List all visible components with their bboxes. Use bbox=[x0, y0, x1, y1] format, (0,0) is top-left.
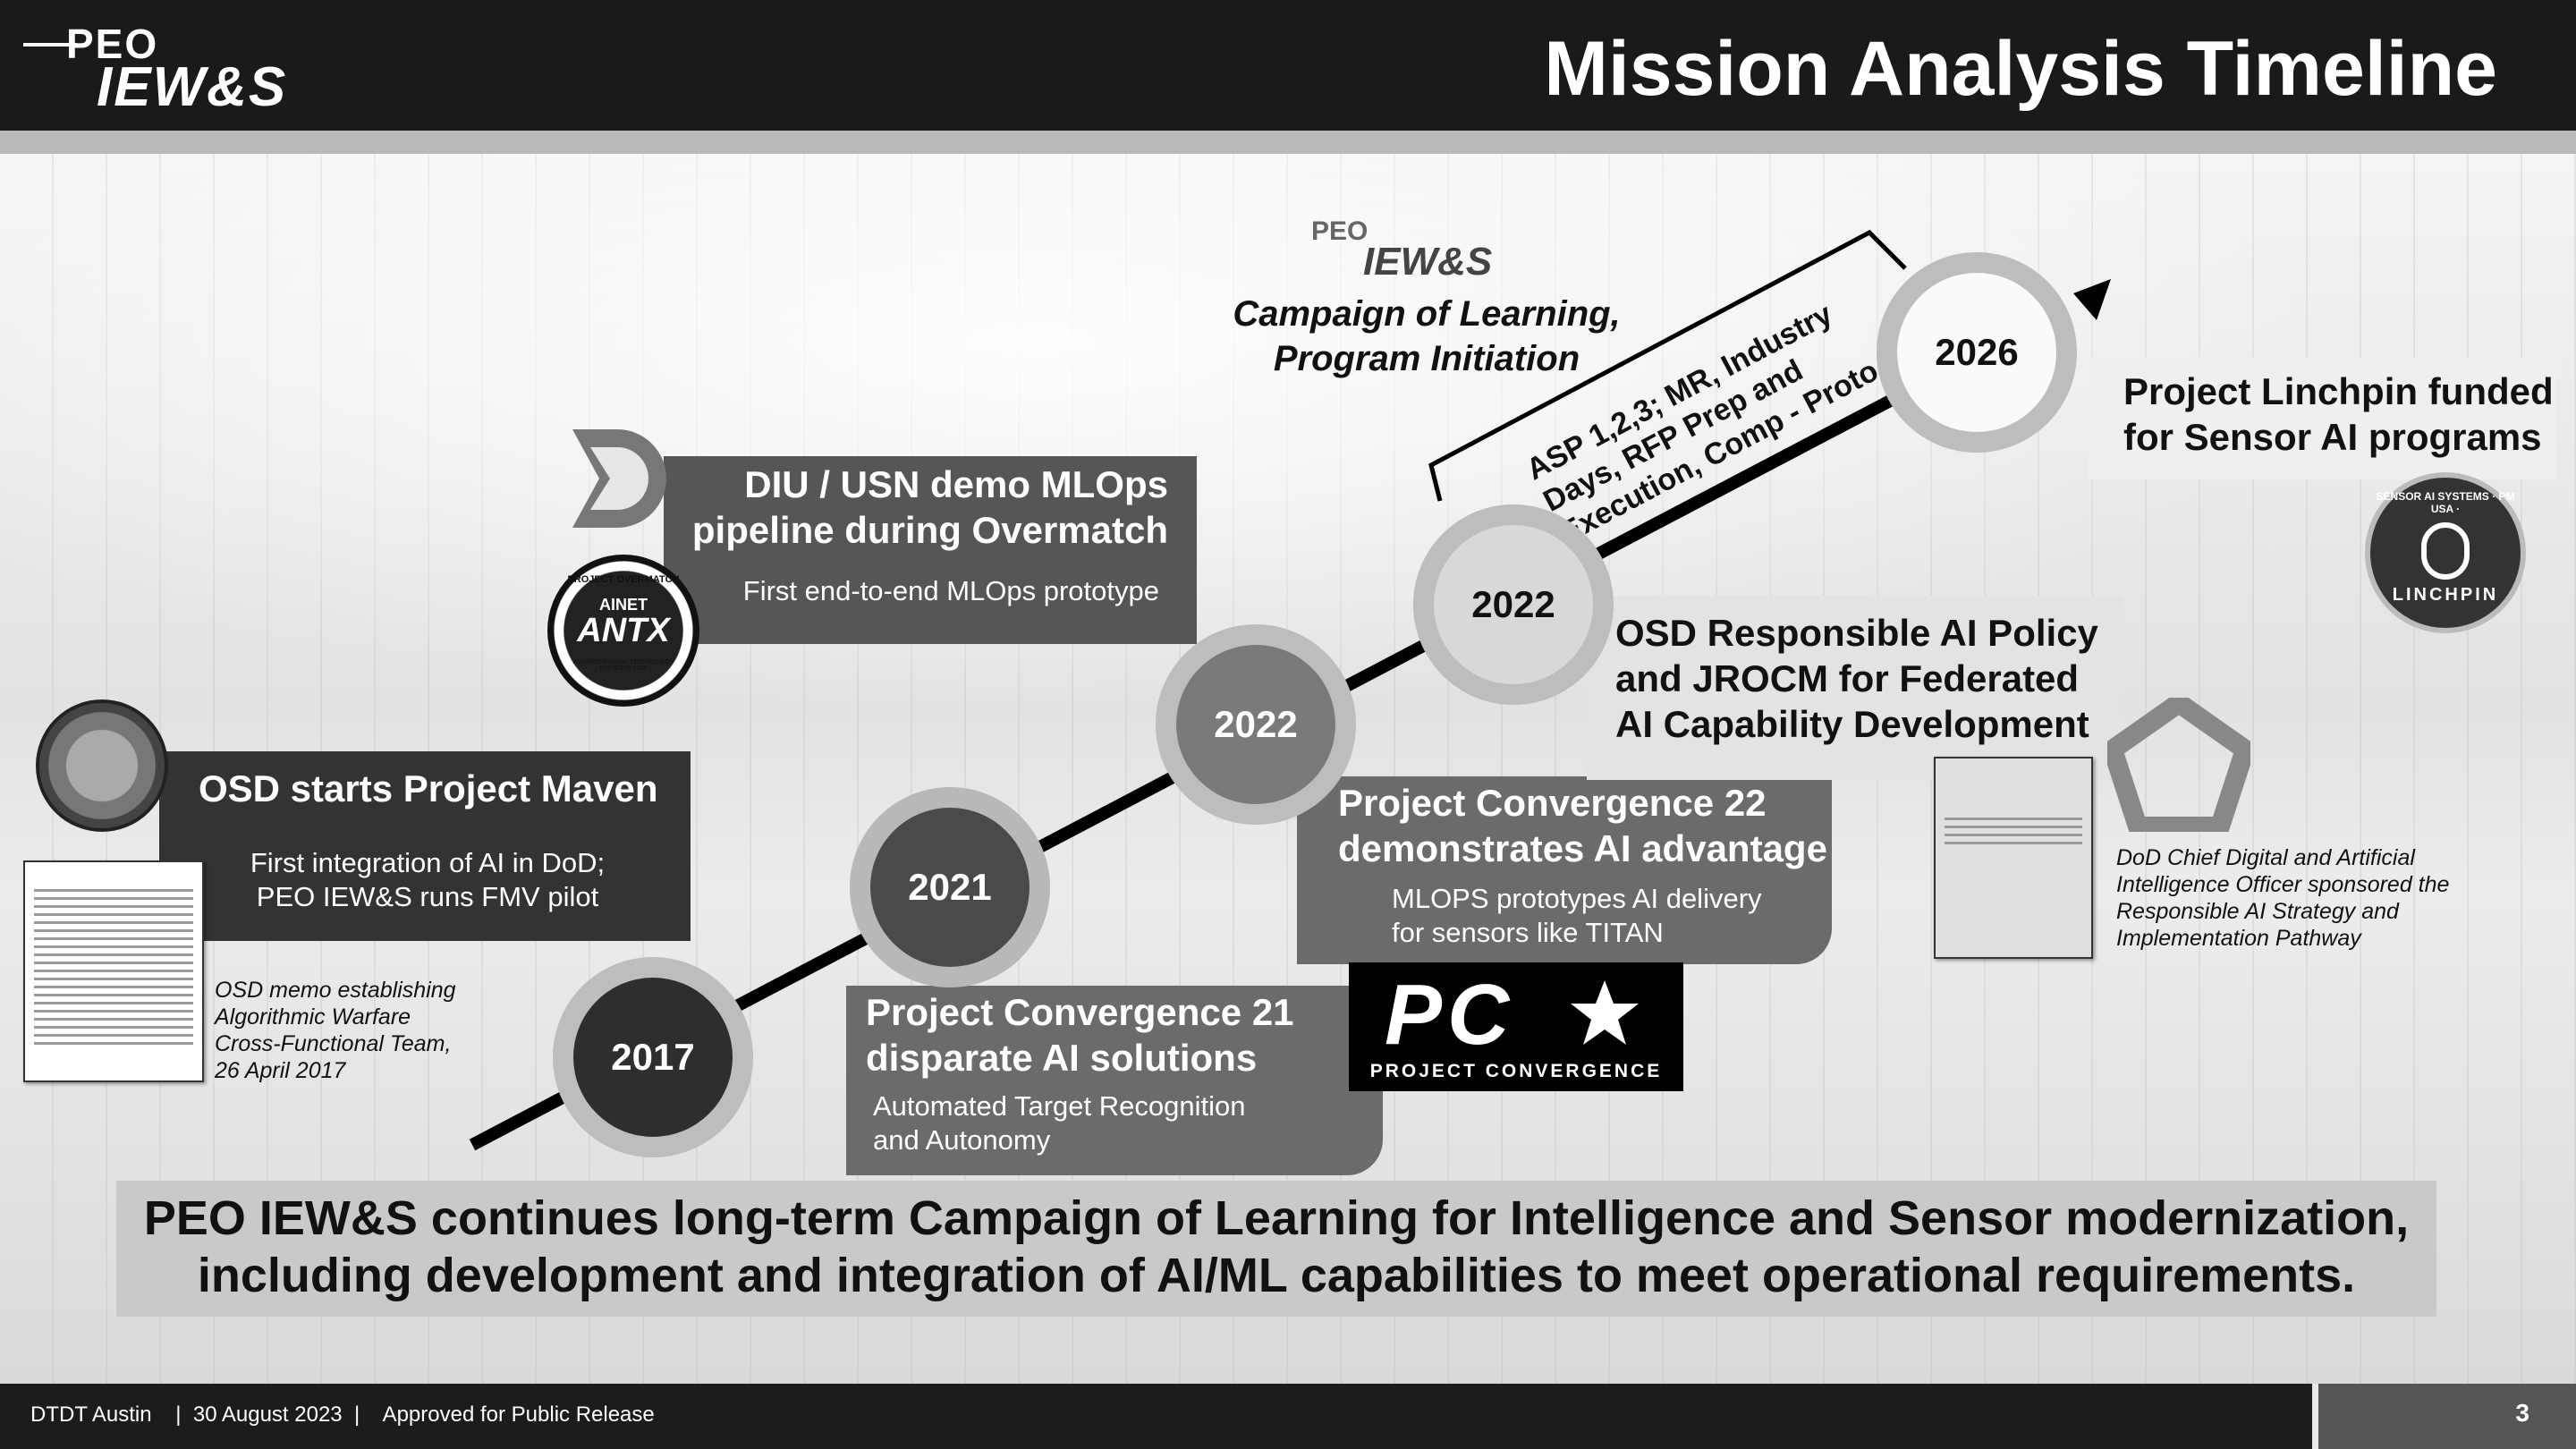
header-logo: PEO IEW&S bbox=[23, 16, 363, 118]
rai-caption: DoD Chief Digital and Artificial Intelli… bbox=[2116, 845, 2450, 951]
year-2017-label: 2017 bbox=[611, 1036, 695, 1078]
header-bar bbox=[0, 0, 2576, 131]
osd-seal-icon bbox=[36, 699, 168, 832]
year-2022a-inner: 2022 bbox=[1176, 645, 1335, 804]
linchpin-mark-icon bbox=[2421, 522, 2470, 580]
maven-memo-image bbox=[23, 860, 204, 1082]
maven-title: OSD starts Project Maven bbox=[199, 767, 658, 809]
rai-strategy-image bbox=[1934, 757, 2093, 959]
year-2021-label: 2021 bbox=[908, 866, 992, 908]
diu-title: DIU / USN demo MLOps pipeline during Ove… bbox=[691, 463, 1168, 551]
pc21-title: Project Convergence 21 disparate AI solu… bbox=[866, 991, 1294, 1079]
header-band bbox=[0, 131, 2576, 154]
campaign-logo-peo: PEO bbox=[1311, 216, 1368, 246]
maven-caption: OSD memo establishing Algorithmic Warfar… bbox=[215, 978, 456, 1083]
overmatch-bottom: ADVANCED NAVAL TECHNOLOGY EXERCISE 2022 bbox=[572, 659, 674, 672]
footer-bar bbox=[0, 1384, 2312, 1449]
pc-mark: PC bbox=[1385, 967, 1515, 1063]
pc-star-icon bbox=[1571, 980, 1639, 1045]
summary-banner: PEO IEW&S continues long-term Campaign o… bbox=[116, 1181, 2436, 1317]
rai-box: OSD Responsible AI Policy and JROCM for … bbox=[1587, 596, 2123, 780]
pc22-title: Project Convergence 22 demonstrates AI a… bbox=[1338, 782, 1827, 869]
year-2022a-label: 2022 bbox=[1214, 703, 1298, 745]
campaign-label: Campaign of Learning, Program Initiation bbox=[1233, 294, 1621, 378]
linchpin-logo: SENSOR AI SYSTEMS · PM USA · LINCHPIN bbox=[2365, 472, 2526, 633]
pc22-subtitle: MLOPS prototypes AI delivery for sensors… bbox=[1392, 883, 1762, 948]
year-2017-circle: 2017 bbox=[553, 957, 753, 1157]
diu-logo-svg bbox=[572, 429, 666, 528]
footer-page-block bbox=[2318, 1384, 2576, 1449]
year-2021-inner: 2021 bbox=[870, 808, 1030, 967]
header-logo-rule bbox=[23, 43, 77, 47]
diu-box: DIU / USN demo MLOps pipeline during Ove… bbox=[664, 456, 1197, 644]
overmatch-big: ANTX bbox=[577, 612, 670, 649]
year-2026-circle: 2026 bbox=[1877, 252, 2077, 453]
overmatch-logo: PROJECT OVERMATCH AINET ANTX ADVANCED NA… bbox=[547, 555, 699, 707]
footer-text: DTDT Austin | 30 August 2023 | Approved … bbox=[30, 1402, 655, 1427]
year-2022b-inner: 2022 bbox=[1434, 525, 1593, 684]
pc21-subtitle: Automated Target Recognition and Autonom… bbox=[873, 1090, 1246, 1156]
header-logo-iews: IEW&S bbox=[97, 56, 288, 118]
page-title: Mission Analysis Timeline bbox=[1544, 26, 2497, 112]
pc-text: PROJECT CONVERGENCE bbox=[1369, 1061, 1663, 1081]
diu-logo-icon bbox=[564, 420, 678, 537]
overmatch-top: PROJECT OVERMATCH bbox=[567, 574, 680, 585]
maven-subtitle: First integration of AI in DoD; PEO IEW&… bbox=[250, 847, 606, 912]
linchpin-ring-text: SENSOR AI SYSTEMS · PM USA · bbox=[2376, 490, 2515, 515]
campaign-bracket bbox=[1428, 229, 1907, 502]
pc-logo: PC PROJECT CONVERGENCE bbox=[1349, 962, 1683, 1091]
header-logo-peo: PEO bbox=[66, 21, 159, 67]
linchpin-word: LINCHPIN bbox=[2392, 585, 2499, 605]
year-2017-inner: 2017 bbox=[573, 978, 733, 1137]
year-2022a-circle: 2022 bbox=[1156, 624, 1356, 825]
campaign-logo: PEO IEW&S bbox=[1311, 216, 1580, 297]
diu-subtitle: First end-to-end MLOps prototype bbox=[742, 575, 1159, 606]
pc22-box: Project Convergence 22 demonstrates AI a… bbox=[1297, 776, 1832, 964]
page-number: 3 bbox=[2515, 1399, 2529, 1427]
year-2021-circle: 2021 bbox=[850, 787, 1050, 987]
overmatch-mid: AINET bbox=[599, 596, 648, 614]
linchpin-title: Project Linchpin funded for Sensor AI pr… bbox=[2123, 370, 2554, 458]
cdao-logo-icon bbox=[2107, 698, 2250, 832]
campaign-logo-iews: IEW&S bbox=[1363, 240, 1493, 284]
year-2026-inner: 2026 bbox=[1897, 273, 2056, 432]
year-2022b-label: 2022 bbox=[1471, 583, 1555, 625]
year-2026-label: 2026 bbox=[1935, 331, 2019, 373]
pc21-box: Project Convergence 21 disparate AI solu… bbox=[846, 986, 1383, 1175]
timeline-arrowhead bbox=[2073, 279, 2111, 320]
rai-title: OSD Responsible AI Policy and JROCM for … bbox=[1615, 612, 2098, 745]
year-2022b-circle: 2022 bbox=[1413, 504, 1614, 705]
linchpin-box: Project Linchpin funded for Sensor AI pr… bbox=[2088, 358, 2556, 479]
maven-box: OSD starts Project Maven First integrati… bbox=[159, 751, 691, 941]
